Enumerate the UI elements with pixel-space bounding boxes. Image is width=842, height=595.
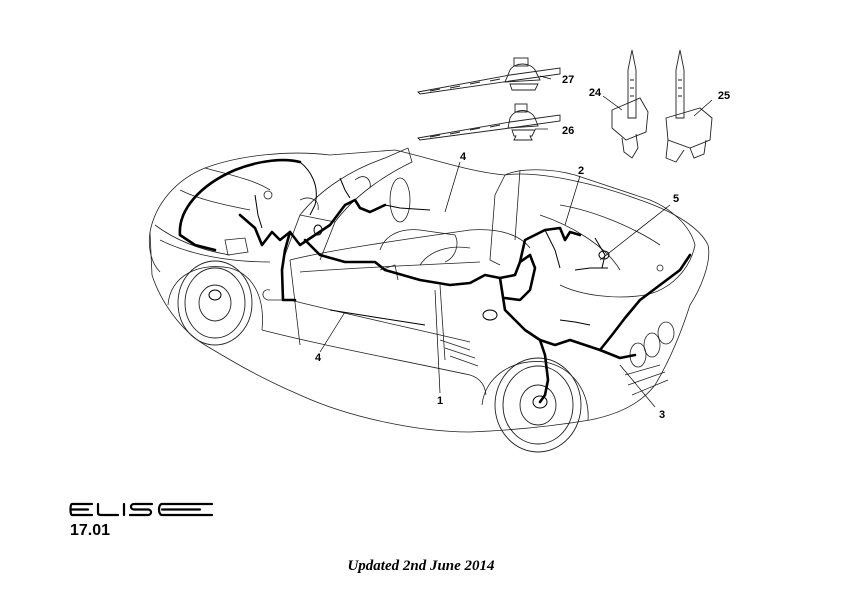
callout-27: 27: [562, 74, 574, 86]
cable-tie-fir-tree: [417, 103, 561, 141]
main-harness: [178, 158, 692, 404]
cable-tie-edge-clip-25: [665, 49, 713, 163]
rear-wheel: [494, 357, 582, 453]
callout-4-upper: 4: [460, 151, 467, 163]
callout-5: 5: [673, 193, 679, 205]
leader-lines: [319, 75, 713, 408]
page-reference: 17.01: [70, 522, 111, 539]
cable-tie-mount-24: [611, 49, 649, 159]
callout-3: 3: [659, 409, 665, 421]
elise-logo: [69, 502, 214, 517]
callout-1: 1: [437, 395, 443, 407]
harness-branches: [208, 161, 610, 409]
callout-26: 26: [562, 125, 574, 137]
front-wheel: [177, 260, 253, 346]
cable-tie-push-clip: [417, 57, 561, 95]
car-body-outline: [148, 147, 710, 433]
callout-24: 24: [589, 87, 602, 99]
footer-note: Updated 2nd June 2014: [347, 558, 495, 574]
callout-2: 2: [578, 165, 584, 177]
callout-25: 25: [718, 90, 730, 102]
callout-4-lower: 4: [315, 352, 322, 364]
